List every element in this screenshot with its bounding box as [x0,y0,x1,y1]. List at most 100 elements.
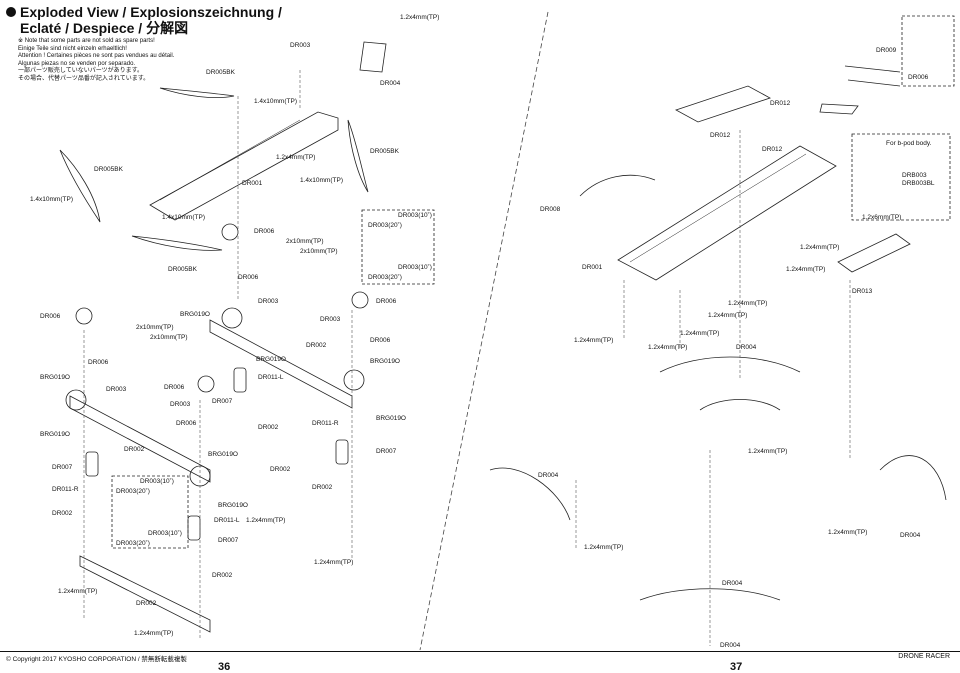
part-label: DR004 [900,532,921,539]
part-label: DR006 [176,420,197,427]
bearing-icon [221,223,239,241]
part-label: DR007 [218,537,239,544]
guard-part [659,356,801,373]
motor [85,451,99,477]
part-label: DR011-R [52,486,79,493]
part-label: 1.2x4mm(TP) [728,300,768,307]
part-label: DR003 [258,298,279,305]
part-label: DR012 [770,100,791,107]
part-label: DR001 [582,264,603,271]
guard-part [879,455,947,501]
part-label: 1.2x6mm(TP) [862,214,902,221]
part-label: DR003(10˚) [398,212,432,219]
part-label: DR003(10˚) [398,264,432,271]
part-label: 1.2x4mm(TP) [828,529,868,536]
part-label: DR011-L [258,374,284,381]
upper-frame [149,111,339,221]
part-label: 1.2x4mm(TP) [246,517,286,524]
part-label: 1.2x4mm(TP) [648,344,688,351]
page-number-left: 36 [218,661,231,673]
part-label: DR004 [380,80,401,87]
footer-rule [0,651,960,652]
battery [837,233,911,273]
callout-box [901,15,955,87]
bullet-icon [6,7,16,17]
propeller-icon [159,87,235,98]
circuit-board [675,85,771,123]
part-label: 1.2x4mm(TP) [786,266,826,273]
part-label: DR011-L [214,517,240,524]
part-label: DR005BK [94,166,123,173]
bearing-icon [197,375,215,393]
part-label: DR008 [540,206,561,213]
part-label: DR002 [306,342,327,349]
product-name: DRONE RACER [898,653,950,660]
part-label: DR006 [238,274,259,281]
note-line: Attention ! Certaines pièces ne sont pas… [18,53,175,60]
propeller-icon [59,149,101,223]
propeller-icon [131,235,223,251]
motor-mount [221,307,243,329]
part-label: BRG019O [376,415,406,422]
part-label: 2x10mm(TP) [136,324,174,331]
part-label: DR012 [710,132,731,139]
page-title-line-2: Eclaté / Despiece / 分解図 [20,20,189,36]
main-chassis [617,145,837,281]
part-label: 1.2x4mm(TP) [748,448,788,455]
battery-holder [359,41,387,73]
part-label: DR003(20˚) [116,488,150,495]
part-label: DR006 [164,384,185,391]
part-label: 1.2x4mm(TP) [276,154,316,161]
part-label: 1.4x10mm(TP) [254,98,297,105]
part-label: DR007 [376,448,397,455]
part-label: DR009 [876,47,897,54]
guard-part [639,588,781,601]
motor [335,439,349,465]
page-title: Exploded View / Explosionszeichnung / [6,4,282,20]
part-label: DR005BK [206,69,235,76]
part-label: 1.2x4mm(TP) [584,544,624,551]
part-label: 1.2x4mm(TP) [314,559,354,566]
part-label: DR003 [320,316,341,323]
part-label: DR003 [290,42,311,49]
part-label: DR002 [136,600,157,607]
part-label: DR007 [52,464,73,471]
part-label: DR002 [52,510,73,517]
part-label: 1.2x4mm(TP) [574,337,614,344]
part-label: DR003 [170,401,191,408]
ribbon-cable [819,103,859,115]
bearing-icon [75,307,93,325]
note-line: Algunas piezas no se venden por separado… [18,60,136,67]
part-label: DR005BK [370,148,399,155]
part-label: DR004 [722,580,743,587]
part-label: DR006 [88,359,109,366]
motor-mount [65,389,87,411]
part-label: DR006 [254,228,275,235]
spare-parts-notes: ※ Note that some parts are not sold as s… [18,38,174,84]
part-label: DR001 [242,180,263,187]
part-label: DR006 [908,74,929,81]
part-label: DR003(10˚) [148,530,182,537]
callout-box [111,475,189,549]
motor [187,515,201,541]
part-label: 2x10mm(TP) [150,334,188,341]
rod-part [844,65,901,87]
arm-frame [209,319,353,409]
motor-mount [343,369,365,391]
part-label: 1.2x4mm(TP) [708,312,748,319]
part-label: DR005BK [168,266,197,273]
part-label: DR003(20˚) [368,274,402,281]
motor [233,367,247,393]
guard-part [699,399,781,411]
part-label: DR007 [212,398,233,405]
propeller-icon [347,119,369,193]
page-number-right: 37 [730,661,743,673]
title-line-1: Exploded View / Explosionszeichnung / [20,4,282,20]
page-divider [419,11,549,651]
note-line: その場合、代替パーツ品番が記入されています。 [18,75,150,82]
part-label: DR002 [270,466,291,473]
part-label: DR012 [762,146,783,153]
part-label: DR002 [258,424,279,431]
part-label: BRG019O [370,358,400,365]
